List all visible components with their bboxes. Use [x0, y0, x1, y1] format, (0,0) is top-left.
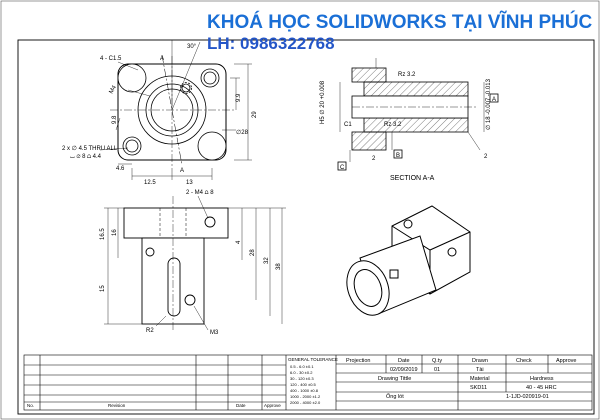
tol-row-5: 400 - 1000 ±0.8 [290, 388, 319, 393]
dim-16: 16 [112, 229, 118, 236]
date-label: Date [398, 358, 410, 364]
tap-note-front: 2 - M4 ⩍ 8 [186, 190, 214, 196]
holes-note-1: 2 x ∅ 4.5 THRU ALL [62, 145, 118, 152]
tol-row-2: 6.0 - 30 ±0.2 [290, 370, 313, 375]
tolerance-header: GENERAL TOLERANCE [288, 357, 338, 362]
tol-row-4: 120 - 400 ±0.5 [290, 382, 317, 387]
dim-4-6: 4.6 [116, 166, 125, 172]
hardness-value: 40 - 45 HRC [526, 385, 557, 391]
dim-9-9: 9.9 [236, 93, 242, 102]
banner-contact: LH: 0986322768 [207, 34, 335, 53]
dim-32: 32 [264, 257, 270, 264]
revision-no-col: No. [27, 403, 34, 408]
chamfer-c1: C1 [344, 122, 352, 128]
course-banner: KHOÁ HỌC SOLIDWORKS TẠI VĨNH PHÚC LH: 09… [207, 12, 592, 54]
revision-col: Revision [108, 403, 126, 408]
dim-4: 4 [236, 240, 242, 244]
dim-16-5: 16.5 [100, 228, 106, 240]
tol-row-3: 30 - 120 ±0.3 [290, 376, 314, 381]
section-mark-a2: A [180, 168, 184, 174]
date-value: 02/09/2019 [390, 367, 418, 373]
qty-value: 01 [434, 367, 440, 373]
geo-tol-1: 2 [372, 156, 376, 162]
drawn-label: Drawn [472, 358, 488, 364]
drawing-title-label: Drawing Tittle [378, 376, 411, 382]
tap-note-top: M4 [109, 84, 119, 95]
dim-38: 38 [276, 263, 282, 270]
ref-b: B [396, 153, 400, 159]
material-label: Material [470, 376, 490, 382]
radius-r2: R2 [146, 328, 154, 334]
dim-dia-28: ∅28 [236, 129, 249, 136]
chamfer-note: 4 - C1.5 [100, 56, 122, 62]
check-label: Check [516, 358, 532, 364]
approve-label: Approve [556, 358, 577, 364]
revision-date-col: Date [236, 403, 246, 408]
angle-note: 30° [187, 44, 197, 50]
dim-28: 28 [250, 249, 256, 256]
projection-label: Projection [346, 358, 370, 364]
drawn-value: Tài [476, 367, 484, 373]
front-view [104, 195, 286, 332]
qty-label: Q.ty [432, 358, 442, 364]
section-label: SECTION A-A [390, 175, 435, 182]
tol-row-1: 0.5 - 6.0 ±0.1 [290, 364, 314, 369]
ref-a: A [492, 97, 496, 103]
isometric-view [346, 205, 471, 316]
title-block [23, 354, 593, 411]
dim-15: 15 [100, 285, 106, 292]
top-view [99, 40, 252, 180]
hardness-label: Hardness [530, 376, 554, 382]
rz-note-1: Rz 3.2 [398, 72, 416, 78]
thread-m3: M3 [210, 330, 219, 336]
ref-c: C [340, 165, 345, 171]
banner-title: KHOÁ HỌC SOLIDWORKS TẠI VĨNH PHÚC [207, 12, 593, 33]
dim-13: 13 [186, 180, 193, 186]
tol-row-6: 1000 - 2000 ±1.2 [290, 394, 321, 399]
drawing-border [17, 39, 595, 415]
section-view [337, 58, 499, 171]
dim-9-8: 9.8 [112, 115, 118, 124]
material-value: SKD11 [470, 385, 487, 391]
drawing-number: 1-1JD-020919-01 [506, 394, 549, 400]
part-name: Ống lót [386, 393, 404, 400]
holes-note-2: ⌴ ∅ 8 ⩍ 4.4 [70, 154, 102, 160]
tol-row-7: 2000 - 4000 ±2.0 [290, 400, 321, 405]
geo-tol-2: 2 [484, 154, 488, 160]
dim-29: 29 [252, 111, 258, 118]
tol-right: ∅ 18 -0.007 -0.013 [485, 78, 492, 130]
section-mark-a1: A [160, 56, 164, 62]
tol-left: H5 ∅ 20 +0.008 [319, 80, 326, 124]
rz-note-2: Rz 3.2 [384, 122, 402, 128]
revision-approve-col: Approve [264, 403, 281, 408]
dim-12-5: 12.5 [144, 180, 156, 186]
